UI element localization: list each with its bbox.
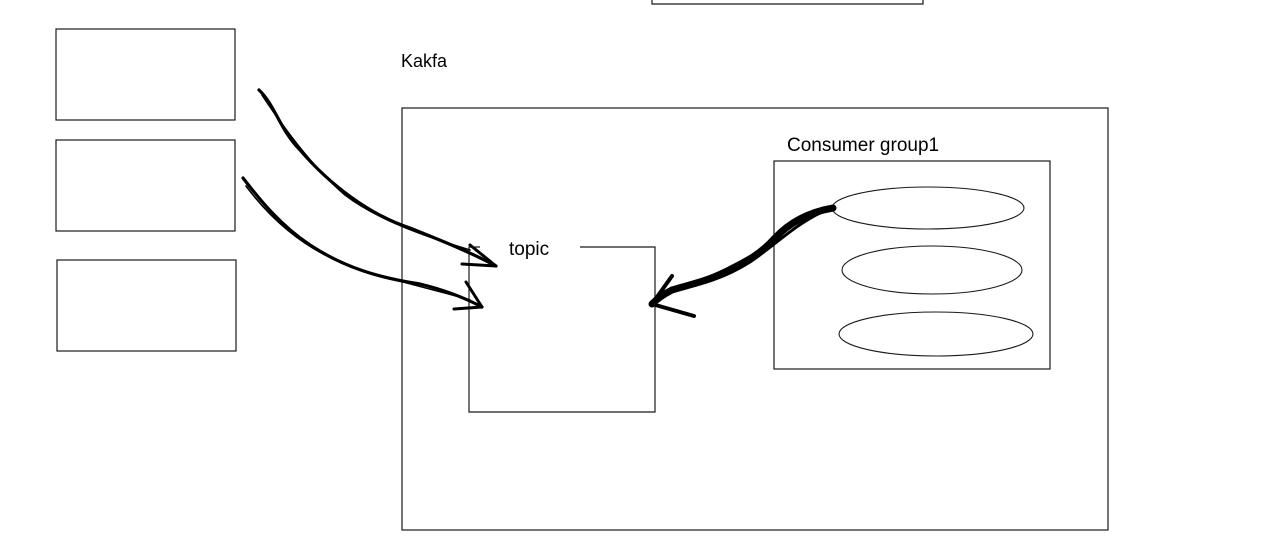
arrow-producer2-to-topic xyxy=(241,176,484,311)
consumer-group-label: Consumer group1 xyxy=(787,135,939,156)
kafka-cluster-box xyxy=(401,107,1109,531)
producer-box-2 xyxy=(55,139,236,232)
consumer-oval-2 xyxy=(841,245,1023,295)
producer-box-3 xyxy=(56,259,237,352)
consumer-oval-3 xyxy=(838,311,1034,357)
consumer-oval-1 xyxy=(831,186,1025,230)
top-cropped-box xyxy=(651,0,924,5)
topic-label: topic xyxy=(509,239,549,260)
producer-box-1 xyxy=(55,28,236,121)
arrow-consumer-to-topic xyxy=(648,204,837,318)
arrow-producer1-to-topic xyxy=(257,88,498,268)
kafka-label: Kakfa xyxy=(401,51,448,71)
consumer-group-box xyxy=(773,160,1051,370)
topic-box xyxy=(468,246,656,413)
